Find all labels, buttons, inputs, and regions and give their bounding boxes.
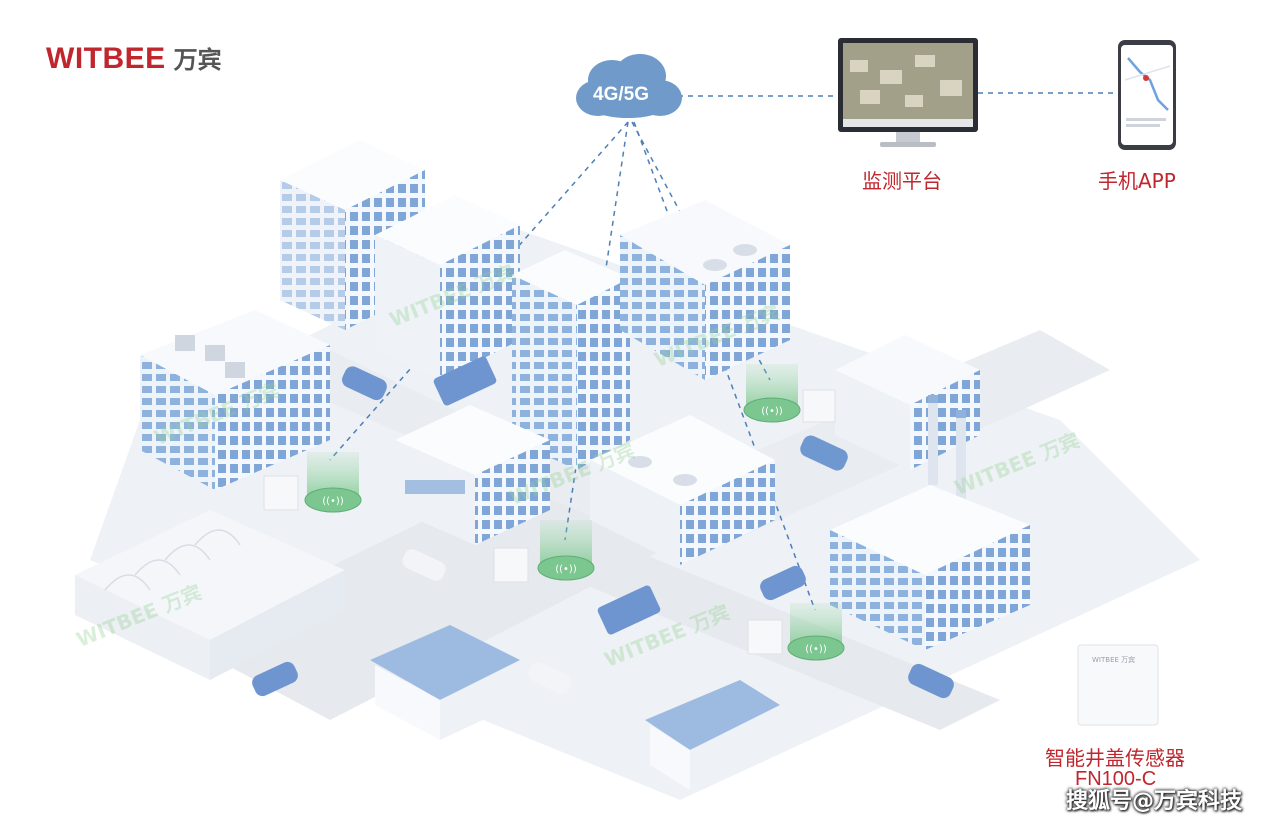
device-box-brand: WITBEE 万宾: [1092, 656, 1136, 664]
house-left: [370, 625, 520, 740]
svg-text:((•)): ((•)): [761, 406, 783, 417]
sensor-node-4: ((•)): [747, 603, 845, 661]
factory-right: [835, 335, 980, 500]
sensor-node-2: ((•)): [493, 520, 595, 583]
office-left: [140, 310, 330, 490]
sensor-node-3: ((•)): [743, 364, 836, 423]
office-mid-low: [395, 405, 550, 545]
monitor-icon: [838, 38, 978, 147]
sensor-device-icon: [1077, 644, 1159, 726]
office-right-back: [620, 200, 790, 380]
sensor-node-1: ((•)): [263, 452, 362, 513]
device-name: 智能井盖传感器: [1045, 746, 1185, 770]
phone-icon: [1118, 40, 1176, 150]
tower-mid-back: [375, 195, 520, 380]
platform-label: 监测平台: [862, 169, 942, 193]
brand-name-cn: 万宾: [173, 46, 222, 74]
device-model: FN100-C: [1075, 768, 1157, 790]
svg-text:((•)): ((•)): [805, 644, 827, 655]
cloud-label: 4G/5G: [593, 84, 649, 105]
brand-name-en: WITBEE: [46, 42, 166, 75]
vehicles: [252, 356, 954, 699]
cloud-icon: [576, 54, 682, 118]
house-front: [645, 680, 780, 790]
office-right-front: [830, 485, 1030, 650]
brand-logo: WITBEE 万宾: [46, 40, 222, 76]
greenhouse: [75, 510, 345, 680]
tower-center: [512, 250, 630, 470]
app-label: 手机APP: [1098, 169, 1176, 193]
svg-text:((•)): ((•)): [322, 496, 344, 507]
svg-text:((•)): ((•)): [555, 564, 577, 575]
footer-credit: 搜狐号@万宾科技: [1065, 789, 1242, 814]
office-center-low: [590, 415, 775, 565]
